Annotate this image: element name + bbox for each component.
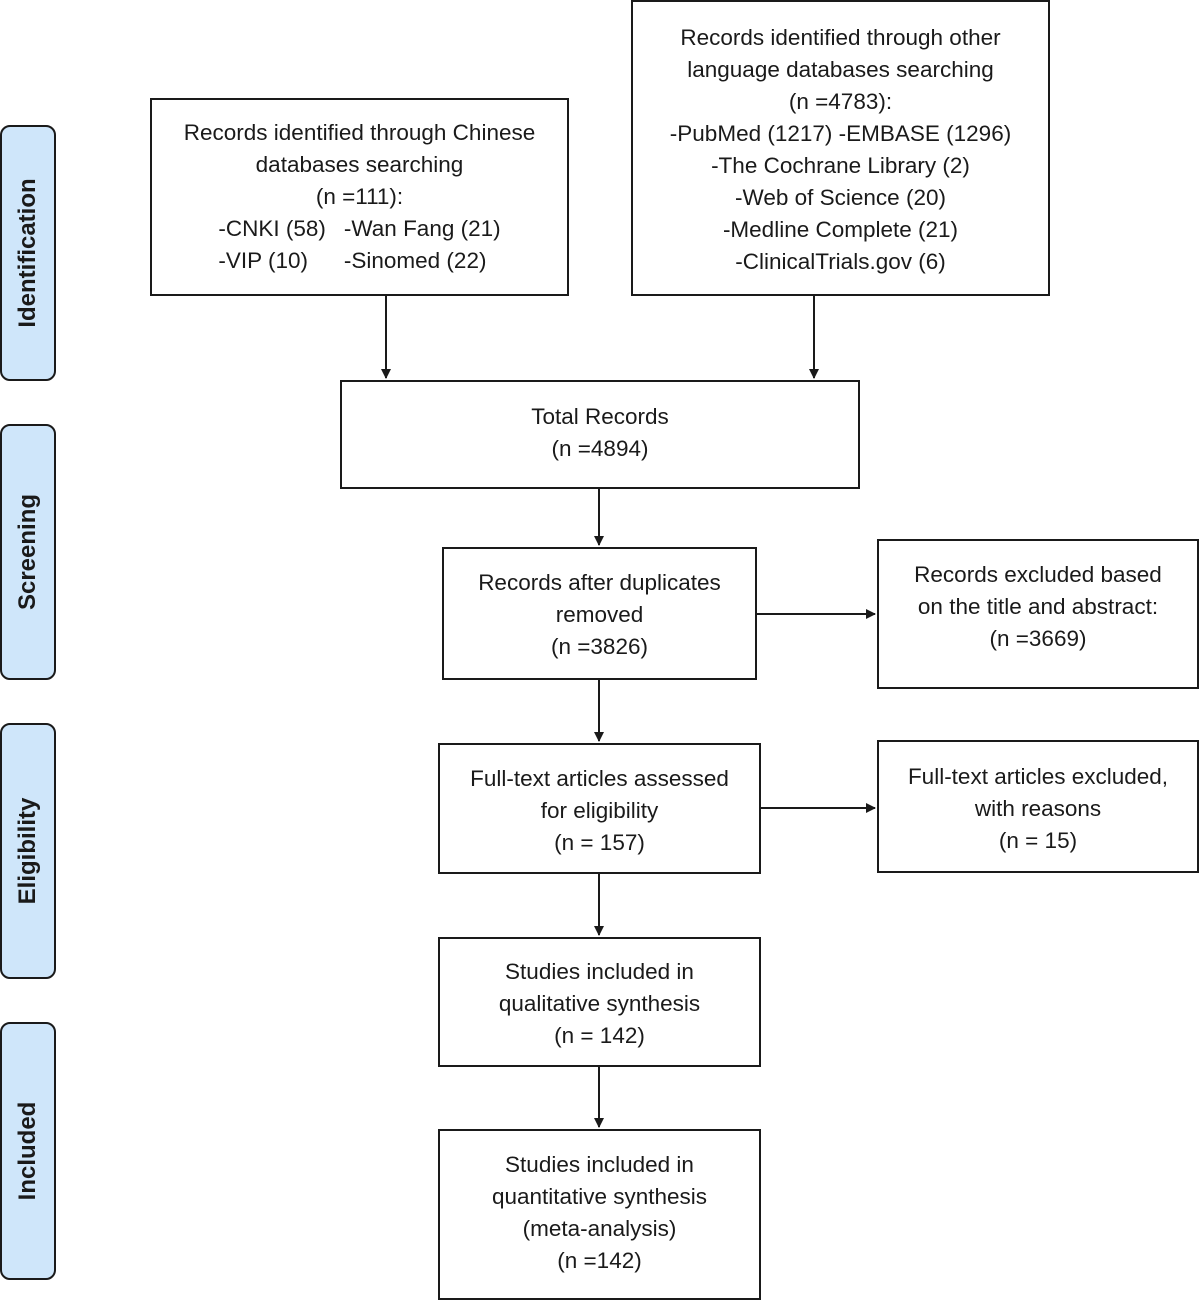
other-db-line-4: -PubMed (1217) -EMBASE (1296) <box>669 121 1012 146</box>
total-line-2: (n =4894) <box>551 436 649 461</box>
dedup-line-1: Records after duplicates <box>478 570 721 595</box>
box-after-duplicates: Records after duplicates removed (n =382… <box>442 547 757 680</box>
chinese-db-line-1: Records identified through Chinese <box>183 120 536 145</box>
box-fulltext-excluded: Full-text articles excluded, with reason… <box>877 740 1199 873</box>
stage-identification: Identification <box>0 125 56 381</box>
excluded-title-line-2: on the title and abstract: <box>917 594 1159 619</box>
other-db-line-6: -Web of Science (20) <box>735 185 946 210</box>
fulltext-line-3: (n = 157) <box>554 830 645 855</box>
fulltext-excluded-line-1: Full-text articles excluded, <box>907 764 1169 789</box>
other-db-line-7: -Medline Complete (21) <box>722 217 959 242</box>
fulltext-excluded-line-2: with reasons <box>974 796 1102 821</box>
quantitative-line-4: (n =142) <box>557 1248 642 1273</box>
stage-screening: Screening <box>0 424 56 680</box>
source-sinomed: -Sinomed (22) <box>343 248 487 273</box>
total-line-1: Total Records <box>531 404 669 429</box>
box-chinese-databases: Records identified through Chinese datab… <box>150 98 569 296</box>
quantitative-line-1: Studies included in <box>505 1152 694 1177</box>
box-fulltext-assessed: Full-text articles assessed for eligibil… <box>438 743 761 874</box>
fulltext-excluded-line-3: (n = 15) <box>998 828 1078 853</box>
qualitative-line-1: Studies included in <box>505 959 694 984</box>
qualitative-line-3: (n = 142) <box>554 1023 645 1048</box>
box-other-databases: Records identified through other languag… <box>631 0 1050 296</box>
excluded-title-line-3: (n =3669) <box>989 626 1087 651</box>
excluded-title-line-1: Records excluded based <box>914 562 1162 587</box>
fulltext-line-1: Full-text articles assessed <box>470 766 729 791</box>
chinese-db-sources: -CNKI (58) -Wan Fang (21) -VIP (10) -Sin… <box>152 213 567 277</box>
box-total-records: Total Records (n =4894) <box>340 380 860 489</box>
box-excluded-title-abstract: Records excluded based on the title and … <box>877 539 1199 689</box>
other-db-line-1: Records identified through other <box>680 25 1001 50</box>
box-qualitative-synthesis: Studies included in qualitative synthesi… <box>438 937 761 1067</box>
other-db-line-2: language databases searching <box>687 57 994 82</box>
other-db-line-3: (n =4783): <box>788 89 893 114</box>
fulltext-line-2: for eligibility <box>540 798 659 823</box>
stage-included: Included <box>0 1022 56 1280</box>
other-db-line-5: -The Cochrane Library (2) <box>711 153 970 178</box>
chinese-db-line-3: (n =111): <box>315 184 404 209</box>
dedup-line-2: removed <box>555 602 644 627</box>
quantitative-line-3: (meta-analysis) <box>522 1216 677 1241</box>
source-cnki: -CNKI (58) <box>218 216 326 241</box>
qualitative-line-2: qualitative synthesis <box>498 991 701 1016</box>
dedup-line-3: (n =3826) <box>551 634 648 659</box>
other-db-line-8: -ClinicalTrials.gov (6) <box>735 249 946 274</box>
stage-eligibility: Eligibility <box>0 723 56 979</box>
source-vip: -VIP (10) <box>218 248 308 273</box>
quantitative-line-2: quantitative synthesis <box>491 1184 708 1209</box>
source-wanfang: -Wan Fang (21) <box>343 216 501 241</box>
chinese-db-line-2: databases searching <box>255 152 464 177</box>
box-quantitative-synthesis: Studies included in quantitative synthes… <box>438 1129 761 1300</box>
